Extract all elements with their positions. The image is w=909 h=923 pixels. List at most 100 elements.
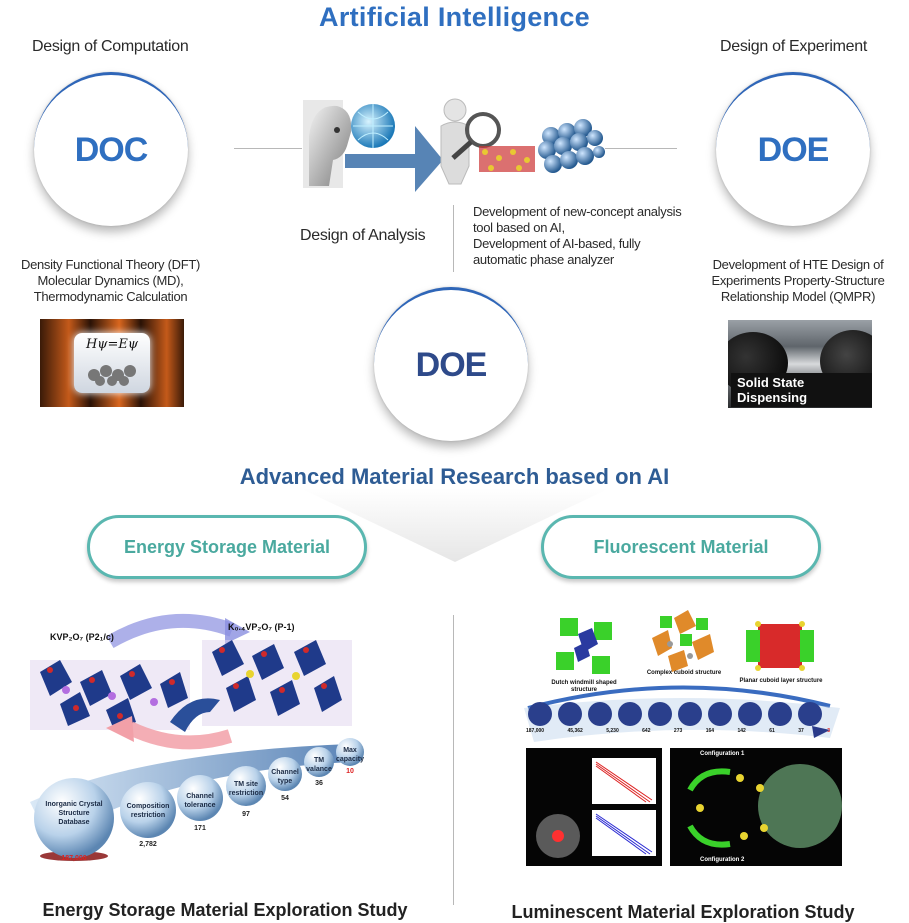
- design-of-computation-heading: Design of Computation: [32, 38, 189, 55]
- analysis-note-4: automatic phase analyzer: [473, 252, 614, 267]
- doe-right-label: DOE: [757, 131, 830, 169]
- count-5: 273: [673, 728, 683, 734]
- fluorescent-graphic: [524, 610, 842, 866]
- count-2: 45,362: [567, 728, 583, 734]
- funnel-sphere-3: [177, 775, 223, 821]
- arrow-head-bottom: [106, 716, 134, 742]
- funnel-sphere-1: [34, 778, 114, 858]
- funnel-count-7: 10: [346, 768, 354, 775]
- funnel-label-6: TM valance: [306, 757, 332, 773]
- funnel-sphere-5: [268, 757, 302, 791]
- crystal-right-label: K₀.₄VP₂O₇ (P-1): [228, 622, 295, 632]
- funnel-label-1: Inorganic Crystal Structure Database: [45, 801, 103, 826]
- doe-circle-center: DOE: [374, 287, 528, 441]
- emission-spot-icon: [552, 830, 564, 842]
- experiment-methods: Development of HTE Design of Experiments…: [698, 257, 898, 305]
- configuration-sphere-icon: [758, 764, 842, 848]
- count-row: 187,000 45,362 5,230 642 273 164 142 61 …: [526, 728, 830, 734]
- lab-equipment-image: Solid State Dispensing: [728, 320, 872, 408]
- funnel-count-3: 171: [194, 825, 206, 832]
- atom-cluster-small-icon: [88, 365, 136, 386]
- connector-right: [605, 148, 677, 149]
- funnel-count-1: 187,000: [61, 855, 87, 862]
- arrow-head-top: [225, 618, 250, 644]
- design-of-analysis-heading: Design of Analysis: [300, 227, 426, 244]
- funnel-label-4: TM site restriction: [228, 781, 264, 797]
- structure-label-1: Dutch windmill shaped structure: [551, 680, 617, 693]
- method-thermo: Thermodynamic Calculation: [33, 289, 188, 304]
- fluorescent-label: Fluorescent Material: [593, 536, 769, 557]
- funnel-label-7: Max capacity: [336, 747, 365, 763]
- downward-chevron: [300, 488, 610, 562]
- count-9: 37: [798, 728, 804, 734]
- energy-storage-graphic: [30, 613, 364, 861]
- funnel-count-5: 54: [281, 795, 289, 802]
- transition-arrow-bottom: [126, 721, 233, 750]
- funnel-label-2: Composition restriction: [126, 803, 170, 819]
- main-title: Artificial Intelligence: [319, 2, 590, 32]
- analysis-notes: Development of new-concept analysis tool…: [473, 204, 682, 268]
- funnel-sphere-6: [304, 747, 334, 777]
- config-atoms: [696, 774, 768, 840]
- analysis-note-2: tool based on AI,: [473, 220, 565, 235]
- config-arrow-2: [687, 824, 731, 848]
- decay-curves-2: [595, 813, 653, 855]
- method-md: Molecular Dynamics (MD),: [37, 273, 184, 288]
- count-8: 61: [769, 728, 775, 734]
- energy-storage-panel: KVP₂O₇ (P2₁/c) K₀.₄VP₂O₇ (P-1) Inorganic…: [20, 612, 420, 872]
- process-arrow-icon: [345, 126, 443, 192]
- luminescent-study-title: Luminescent Material Exploration Study: [511, 902, 855, 922]
- bottom-divider: [453, 615, 454, 905]
- count-1: 187,000: [526, 728, 545, 734]
- energy-storage-label: Energy Storage Material: [123, 536, 331, 557]
- funnel-sphere-4: [226, 766, 266, 806]
- funnel-sphere-2: [120, 782, 176, 838]
- globe-grid: [353, 104, 393, 148]
- fluorescent-pill: Fluorescent Material: [541, 515, 821, 579]
- count-10: 3: [827, 728, 830, 734]
- method-hte-2: Experiments Property-Structure: [711, 273, 885, 288]
- decay-curves-1: [595, 761, 653, 803]
- robot-eye-icon: [334, 127, 340, 133]
- structure-complex-cuboid: [652, 610, 714, 672]
- count-6: 164: [705, 728, 715, 734]
- schrodinger-equation: Hψ=Eψ: [85, 337, 139, 352]
- connector-left: [234, 148, 302, 149]
- magnifier-handle: [451, 140, 473, 160]
- analysis-divider: [453, 205, 454, 272]
- computation-methods: Density Functional Theory (DFT) Molecula…: [8, 257, 213, 305]
- fluorescent-panel: Dutch windmill shaped structure Complex …: [520, 608, 850, 868]
- count-nodes: [528, 702, 822, 726]
- count-7: 142: [737, 728, 746, 734]
- doe-circle-right: DOE: [716, 72, 870, 226]
- funnel-count-4: 97: [242, 811, 250, 818]
- design-of-experiment-heading: Design of Experiment: [720, 38, 867, 55]
- crystal-left-label: KVP₂O₇ (P2₁/c): [50, 632, 114, 642]
- doc-label: DOC: [74, 131, 149, 169]
- configuration-1-label: Configuration 1: [700, 751, 745, 757]
- funnel-count-2: 2,782: [139, 841, 157, 848]
- lattice-atoms: [482, 149, 530, 171]
- count-arrow-head: [812, 726, 830, 738]
- crystal-structure-right: [202, 640, 352, 726]
- structure-label-2: Complex cuboid structure: [646, 670, 722, 676]
- count-3: 5,230: [606, 728, 619, 734]
- doe-center-label: DOE: [415, 346, 488, 384]
- solid-state-dispensing-label: Solid State Dispensing: [731, 373, 872, 407]
- method-hte-1: Development of HTE Design of: [712, 257, 884, 272]
- transition-arrow-top: [106, 613, 235, 649]
- analysis-note-3: Development of AI-based, fully: [473, 236, 641, 251]
- energy-study-title: Energy Storage Material Exploration Stud…: [42, 900, 408, 920]
- funnel-label-5: Channel type: [271, 769, 299, 785]
- config-arrow-1: [687, 768, 731, 792]
- structure-arrow: [527, 685, 831, 710]
- doc-circle: DOC: [34, 72, 188, 226]
- energy-storage-pill: Energy Storage Material: [87, 515, 367, 579]
- funnel-sphere-7: [336, 738, 364, 766]
- method-hte-3: Relationship Model (QMPR): [720, 289, 876, 304]
- ai-analysis-illustration: [303, 98, 605, 192]
- count-4: 642: [642, 728, 651, 734]
- robot-head-icon: [309, 105, 352, 186]
- structure-planar-cuboid: [746, 621, 814, 671]
- person-head-icon: [443, 98, 467, 122]
